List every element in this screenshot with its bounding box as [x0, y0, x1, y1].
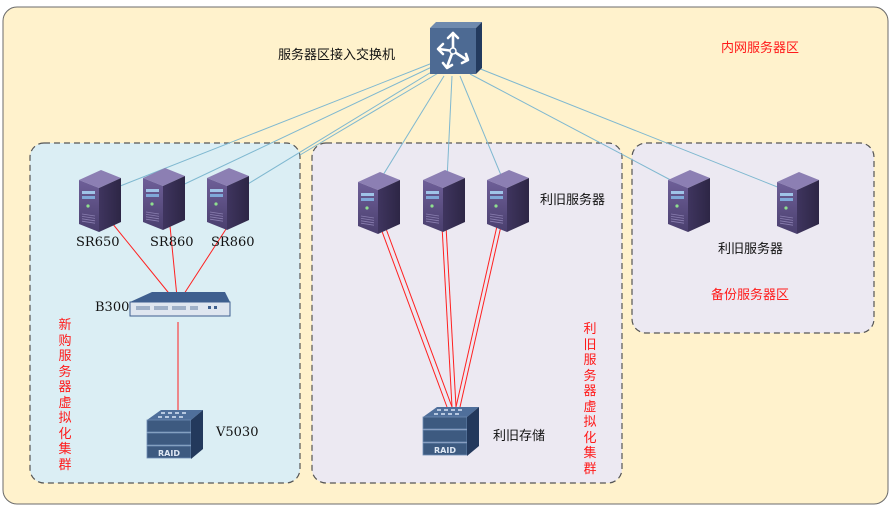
- uplink-line: [171, 64, 437, 191]
- servers-group: [79, 168, 819, 234]
- raid-badge: RAID: [434, 446, 456, 455]
- uplink-lines: [109, 61, 786, 191]
- storage-link-line: [384, 225, 453, 408]
- storage-link-line: [441, 225, 453, 408]
- server-icon[interactable]: [487, 170, 529, 232]
- uplink-line: [446, 75, 453, 181]
- server-label: SR860: [150, 235, 194, 250]
- storage-array-icon[interactable]: RAID: [422, 407, 479, 456]
- storage-links: [111, 222, 502, 410]
- old-servers-label: 利旧服务器: [540, 193, 606, 208]
- storage-link-line: [445, 225, 457, 408]
- server-icon[interactable]: [79, 170, 121, 232]
- storage-link-line: [181, 225, 229, 298]
- intranet-zone-label: 内网服务器区: [721, 41, 800, 56]
- switch-icon[interactable]: [430, 22, 482, 74]
- storage-link-line: [111, 222, 173, 298]
- uplink-line: [469, 73, 681, 186]
- san-switch-label: B300: [95, 300, 130, 315]
- old-cluster-zone-label: 利旧服务器虚拟化集群: [583, 322, 597, 477]
- backup-servers-label: 利旧服务器: [718, 242, 784, 257]
- storage-link-line: [379, 225, 448, 408]
- storage-link-line: [169, 225, 178, 298]
- server-icon[interactable]: [668, 170, 710, 232]
- uplink-line: [477, 67, 786, 191]
- raid-badge: RAID: [158, 449, 180, 458]
- server-icon[interactable]: [358, 172, 400, 234]
- server-icon[interactable]: [143, 168, 185, 230]
- server-icon[interactable]: [207, 168, 249, 230]
- uplink-line: [299, 71, 441, 156]
- switch-label: 服务器区接入交换机: [278, 48, 396, 63]
- old-storage-label: 利旧存储: [493, 429, 546, 444]
- server-icon[interactable]: [423, 170, 465, 232]
- uplink-line: [459, 75, 504, 181]
- storage-array-icon[interactable]: RAID: [146, 410, 203, 459]
- server-icon[interactable]: [777, 172, 819, 234]
- uplink-line: [237, 67, 439, 191]
- san-switch-icon[interactable]: [129, 292, 231, 317]
- backup-zone-label: 备份服务器区: [711, 288, 790, 303]
- uplink-line: [379, 75, 445, 181]
- server-label: SR650: [76, 235, 120, 250]
- new-cluster-zone-label: 新购服务器虚拟化集群: [58, 318, 72, 473]
- storage-link-line: [459, 225, 502, 408]
- server-label: SR860: [211, 235, 255, 250]
- storage-label: V5030: [216, 425, 259, 440]
- storage-link-line: [455, 225, 498, 408]
